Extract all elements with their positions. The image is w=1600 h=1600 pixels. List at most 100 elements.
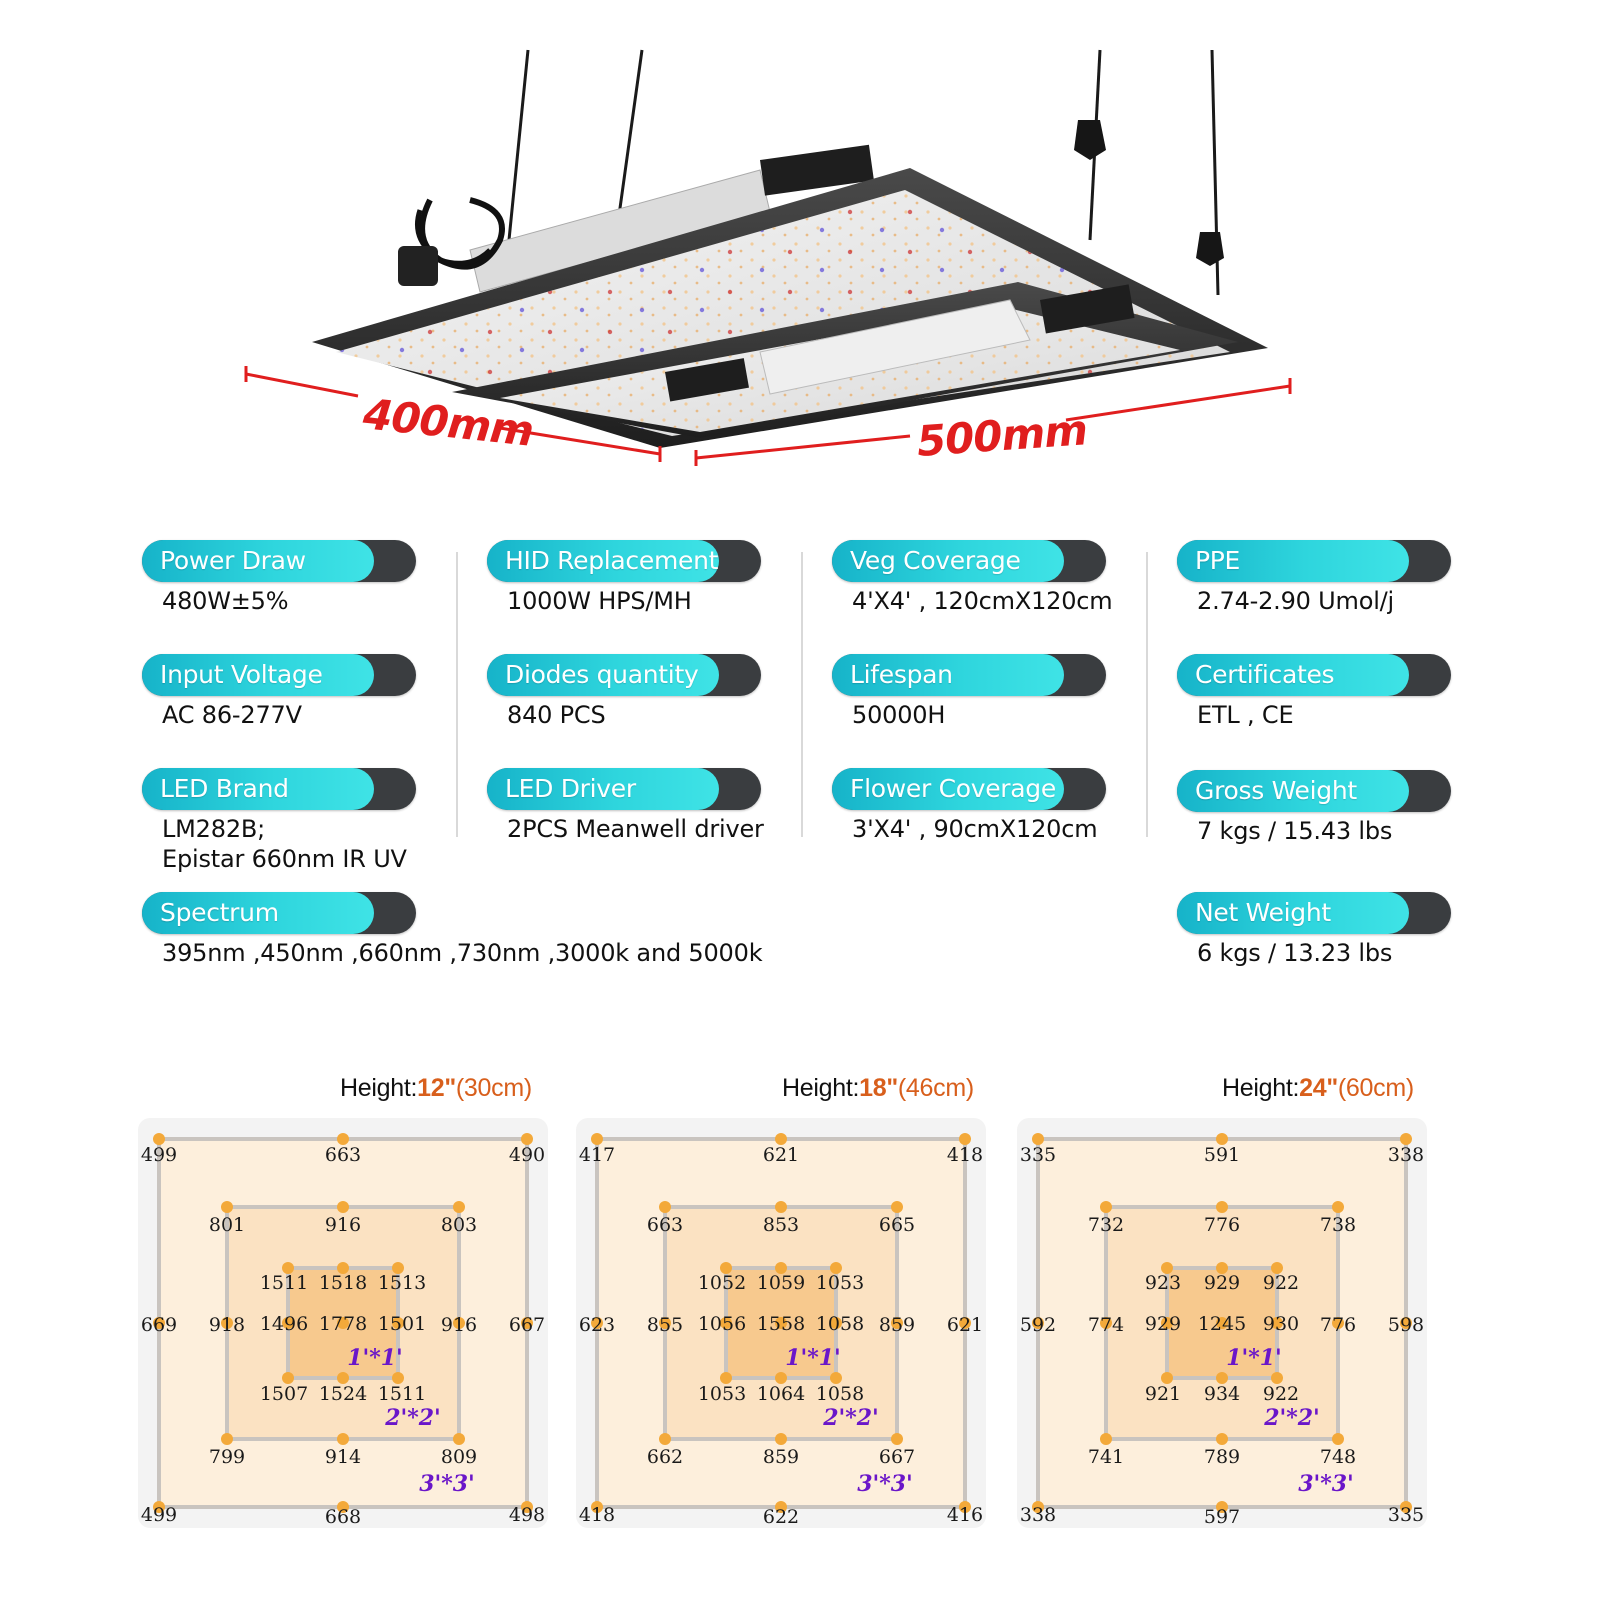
measure-point — [1216, 1201, 1228, 1213]
measure-point — [337, 1133, 349, 1145]
measure-point — [337, 1372, 349, 1384]
measure-point — [153, 1501, 165, 1513]
measure-point — [1216, 1372, 1228, 1384]
spec-value: AC 86-277V — [162, 701, 302, 729]
measure-point — [1100, 1317, 1112, 1329]
spec-label-pill: Certificates — [1177, 654, 1451, 696]
measure-point — [392, 1262, 404, 1274]
ppfd-value: 623 — [579, 1314, 615, 1336]
ppfd-value: 929 — [1204, 1272, 1240, 1294]
ppfd-value: 669 — [141, 1314, 177, 1336]
grow-light-image: 400mm 500mm — [244, 49, 1292, 466]
ppfd-value: 855 — [647, 1314, 683, 1336]
pill-accent — [1177, 654, 1409, 696]
measure-point — [453, 1433, 465, 1445]
zone-size-label: 3'*3' — [1298, 1471, 1354, 1497]
measure-point — [282, 1262, 294, 1274]
ppfd-value: 922 — [1263, 1272, 1299, 1294]
height-inches: 24" — [1299, 1074, 1338, 1102]
width-dimension-label: 500mm — [915, 405, 1088, 466]
pill-accent — [142, 654, 374, 696]
measure-point — [282, 1372, 294, 1384]
zone-size-label: 3'*3' — [857, 1471, 913, 1497]
measure-point — [659, 1201, 671, 1213]
ppfd-value: 774 — [1088, 1314, 1124, 1336]
spec-value: 395nm ,450nm ,660nm ,730nm ,3000k and 50… — [162, 939, 763, 967]
measure-point — [959, 1317, 971, 1329]
spec-label: Certificates — [1195, 660, 1335, 689]
spec-label-pill: Net Weight — [1177, 892, 1451, 934]
ppfd-value: 591 — [1204, 1144, 1240, 1166]
measure-point — [1216, 1501, 1228, 1513]
measure-point — [891, 1317, 903, 1329]
measure-point — [891, 1433, 903, 1445]
measure-point — [591, 1133, 603, 1145]
zone-size-label: 3'*3' — [419, 1471, 475, 1497]
ppfd-value: 916 — [441, 1314, 477, 1336]
measure-point — [959, 1133, 971, 1145]
spec-value: 2.74-2.90 Umol/j — [1197, 587, 1395, 615]
pill-accent — [142, 768, 374, 810]
measure-point — [1216, 1433, 1228, 1445]
product-illustration: 400mm 500mm — [0, 0, 1600, 520]
ppfd-value: 418 — [947, 1144, 983, 1166]
ppfd-value: 934 — [1204, 1383, 1240, 1405]
ppfd-value: 622 — [763, 1506, 799, 1528]
measure-point — [1216, 1317, 1228, 1329]
upper-light-bar — [312, 144, 1268, 448]
zone-size-label: 2'*2' — [384, 1405, 441, 1431]
ppfd-value: 335 — [1388, 1504, 1424, 1526]
measure-point — [337, 1317, 349, 1329]
height-inches: 18" — [859, 1074, 898, 1102]
ppfd-value: 418 — [579, 1504, 615, 1526]
ppfd-value: 859 — [763, 1446, 799, 1468]
measure-point — [221, 1317, 233, 1329]
measure-point — [453, 1201, 465, 1213]
height-metric: (30cm) — [455, 1074, 532, 1102]
ppfd-value: 667 — [509, 1314, 545, 1336]
ppfd-value: 776 — [1320, 1314, 1356, 1336]
measure-point — [1271, 1317, 1283, 1329]
spec-value: 2PCS Meanwell driver — [507, 815, 764, 843]
ppfd-value: 809 — [441, 1446, 477, 1468]
pill-accent — [832, 540, 1064, 582]
ppfd-value: 499 — [141, 1504, 177, 1526]
column-divider — [456, 552, 458, 837]
dimension-lines — [244, 366, 1292, 466]
spec-label: Spectrum — [160, 898, 279, 927]
spec-value: ETL , CE — [1197, 701, 1294, 729]
column-divider — [1146, 552, 1148, 837]
ppfd-value: 1518 — [319, 1272, 367, 1294]
spec-label-pill: Input Voltage — [142, 654, 416, 696]
measure-point — [153, 1317, 165, 1329]
measure-point — [720, 1372, 732, 1384]
measure-point — [1332, 1201, 1344, 1213]
pill-accent — [487, 768, 719, 810]
ppfd-value: 663 — [325, 1144, 361, 1166]
measure-point — [1216, 1262, 1228, 1274]
measure-point — [221, 1201, 233, 1213]
ppfd-value: 1778 — [319, 1313, 367, 1335]
spec-value: LM282B; Epistar 660nm IR UV — [162, 815, 407, 873]
measure-point — [521, 1317, 533, 1329]
spec-label: Power Draw — [160, 546, 306, 575]
ppfd-value: 916 — [325, 1214, 361, 1236]
ppfd-value: 1058 — [816, 1383, 864, 1405]
pill-accent — [142, 892, 374, 934]
pill-accent — [487, 540, 719, 582]
ppfd-value: 930 — [1263, 1313, 1299, 1335]
ppfd-value: 1064 — [757, 1383, 805, 1405]
spec-label: Net Weight — [1195, 898, 1331, 927]
pill-accent — [832, 654, 1064, 696]
measure-point — [1332, 1317, 1344, 1329]
spec-label-pill: Gross Weight — [1177, 770, 1451, 812]
column-divider — [801, 552, 803, 837]
